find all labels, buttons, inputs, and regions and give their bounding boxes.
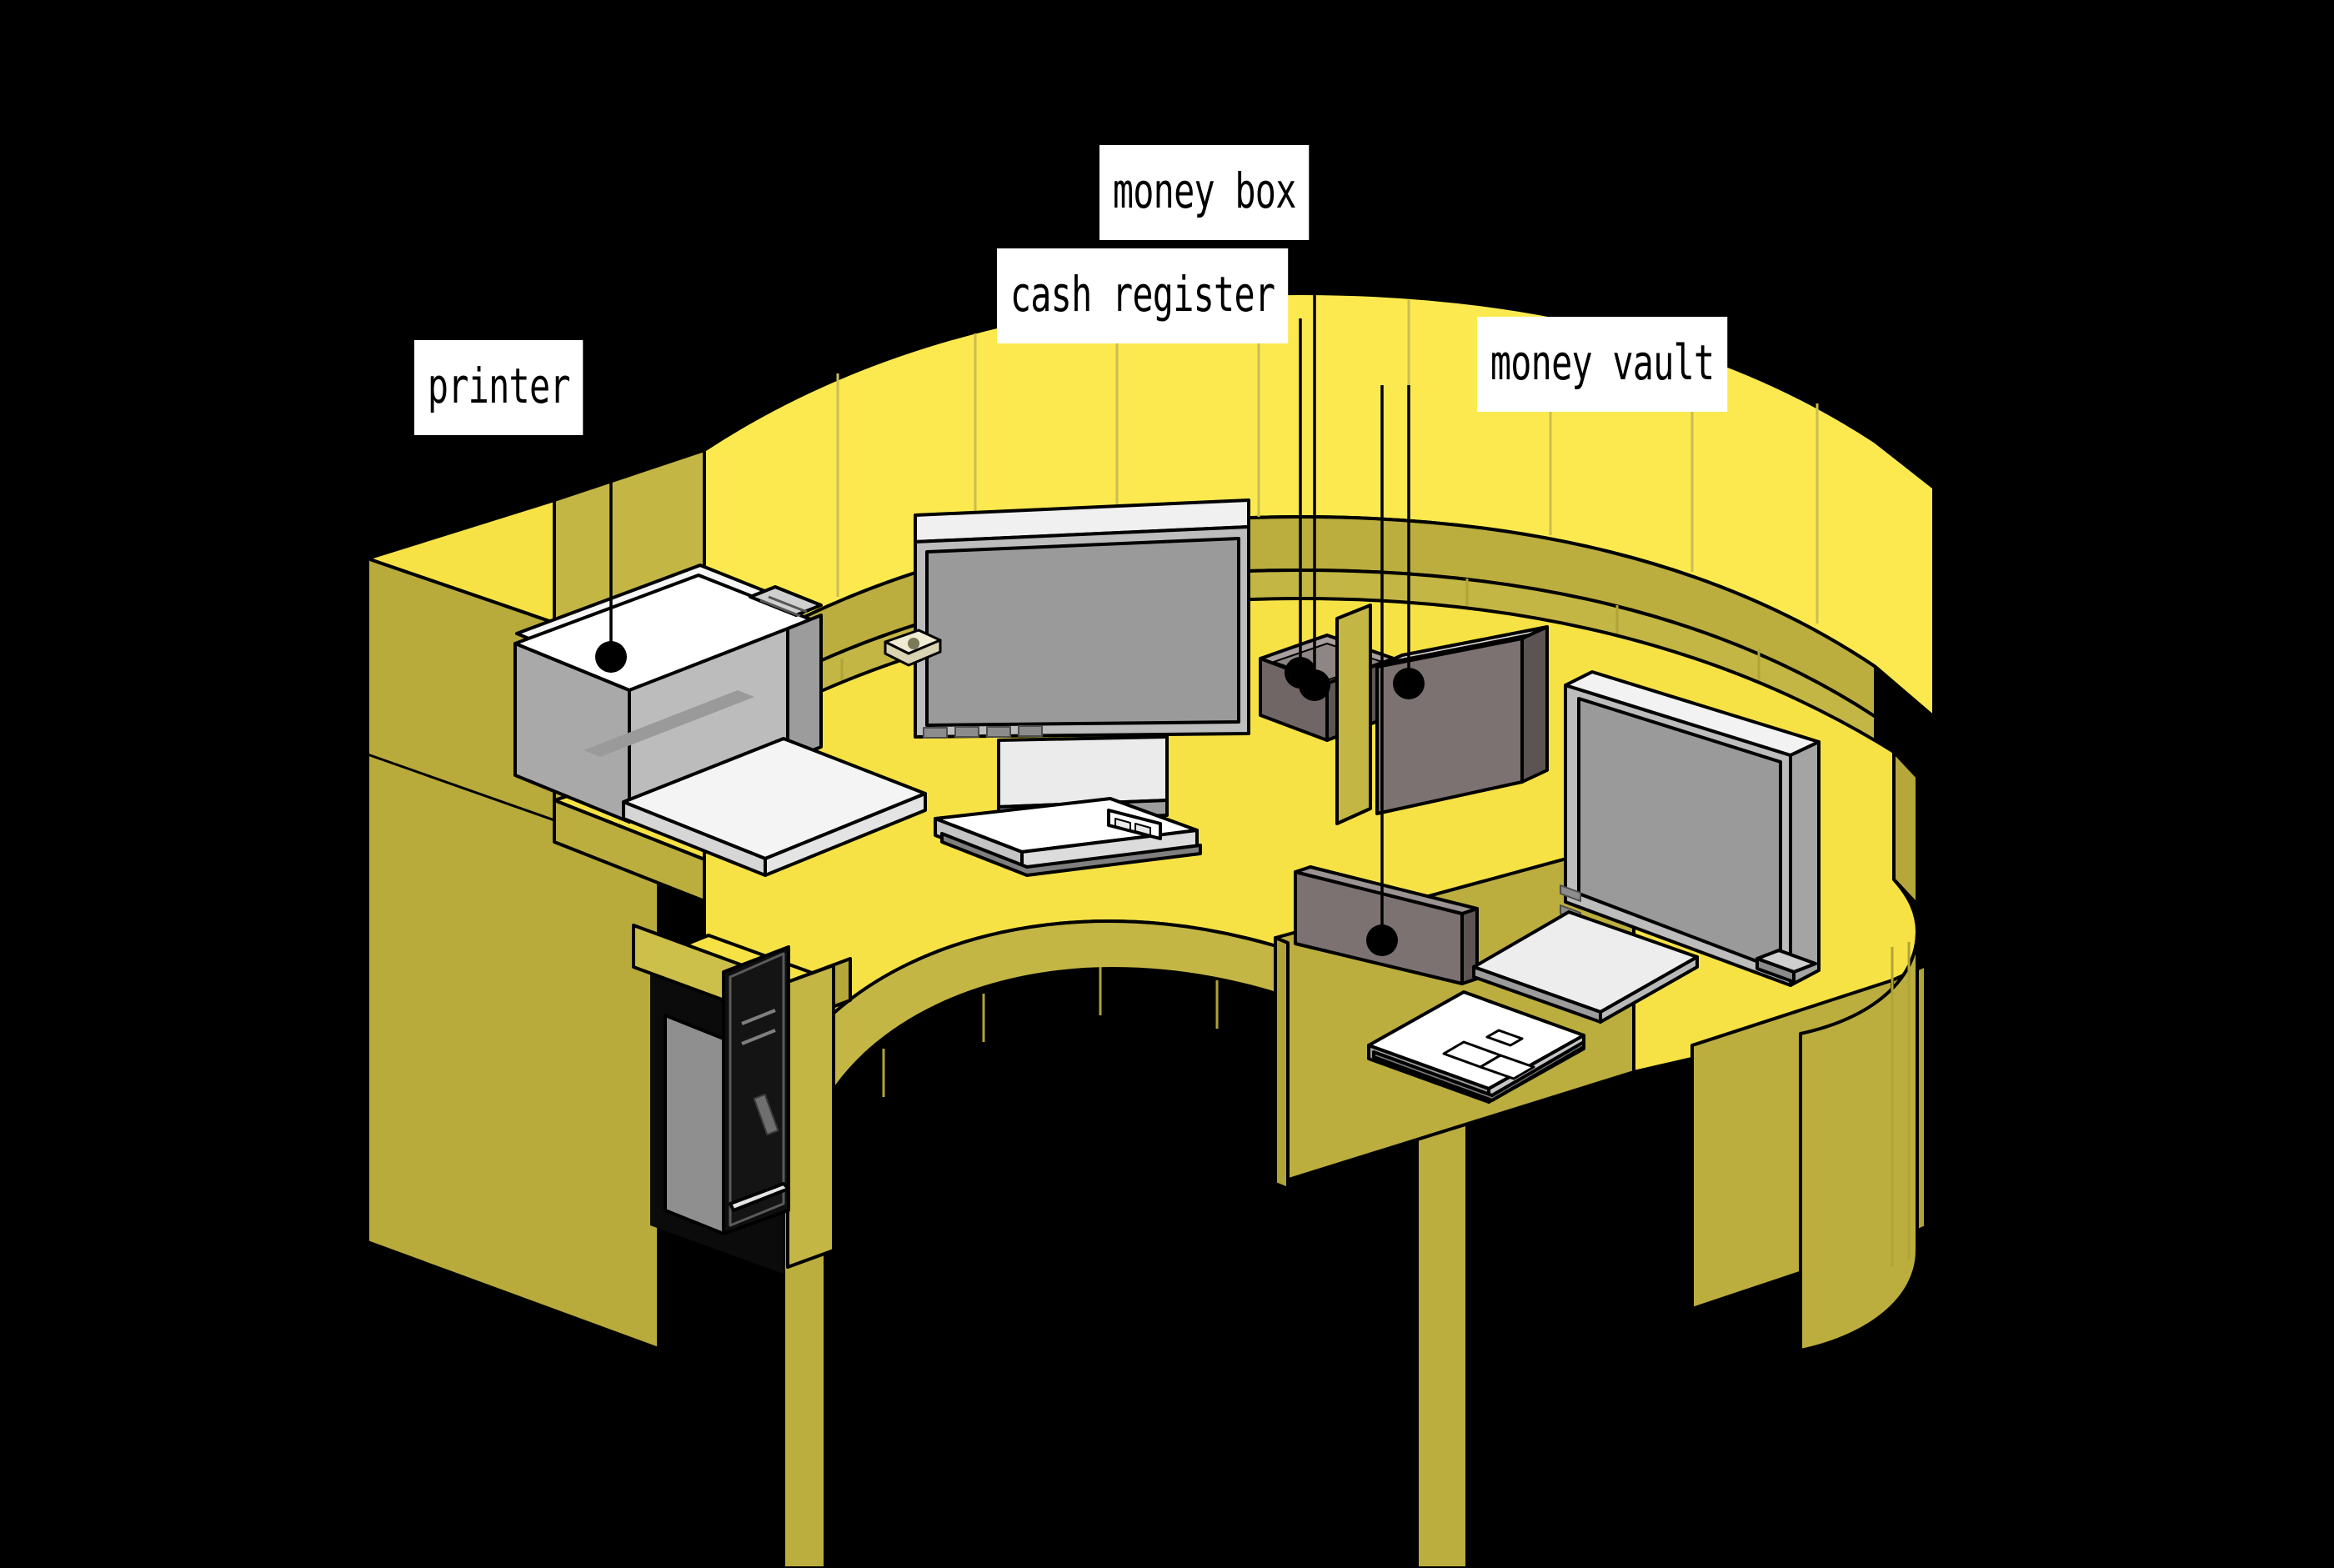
right-monitor <box>1560 670 1821 987</box>
callout-cash-register-label: cash register <box>997 248 1289 343</box>
callout-markers <box>595 641 1425 956</box>
center-keyboard <box>934 797 1202 877</box>
marker-printer <box>595 641 627 673</box>
marker-money-box <box>1299 669 1330 701</box>
right-keyboard-back <box>1472 910 1699 1024</box>
printer-device <box>513 564 927 877</box>
callout-leaders <box>609 215 1410 940</box>
callout-money-vault-label: money vault <box>1477 317 1728 412</box>
right-end-cap <box>1799 930 1919 1352</box>
callout-printer-label: printer <box>414 340 584 435</box>
banknote-stack <box>884 629 942 667</box>
marker-vault-drawer <box>1366 924 1398 956</box>
right-keyboard <box>1367 990 1585 1104</box>
callout-money-box-label: money box <box>1099 145 1310 240</box>
computer-tower <box>664 945 790 1235</box>
marker-money-vault <box>1393 668 1425 699</box>
